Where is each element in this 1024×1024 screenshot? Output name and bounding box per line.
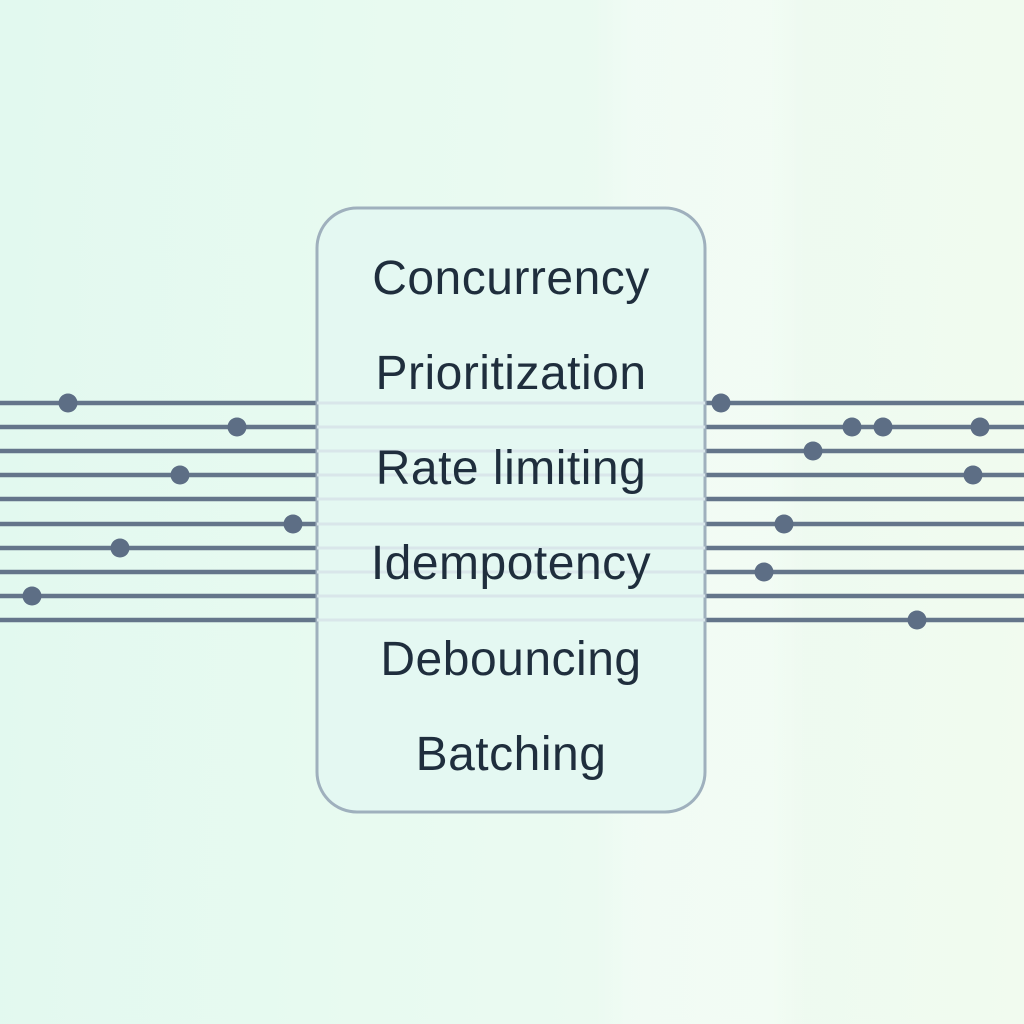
concept-label-rate-limiting: Rate limiting [376,442,647,495]
flow-dot [283,514,303,534]
flow-dot [907,610,927,630]
flow-dot [110,538,130,558]
card-inner-lines [317,401,705,622]
flow-dot [711,393,731,413]
concept-label-prioritization: Prioritization [375,347,646,400]
flow-dot [227,417,247,437]
flow-lines-left [0,400,320,623]
flow-lines-right [702,400,1024,623]
concept-labels: Concurrency Prioritization Rate limiting… [371,252,651,781]
concept-label-batching: Batching [416,728,607,781]
flow-dot [970,417,990,437]
flow-dot [873,417,893,437]
flow-dot [842,417,862,437]
flow-dots [22,393,990,630]
flow-dot [803,441,823,461]
flow-dot [58,393,78,413]
concept-label-debouncing: Debouncing [380,633,641,686]
flow-dot [170,465,190,485]
flow-dot [754,562,774,582]
concept-label-concurrency: Concurrency [372,252,650,305]
concept-card [315,206,707,814]
flow-dot [22,586,42,606]
concept-label-idempotency: Idempotency [371,537,651,590]
flow-dot [774,514,794,534]
flow-dot [963,465,983,485]
